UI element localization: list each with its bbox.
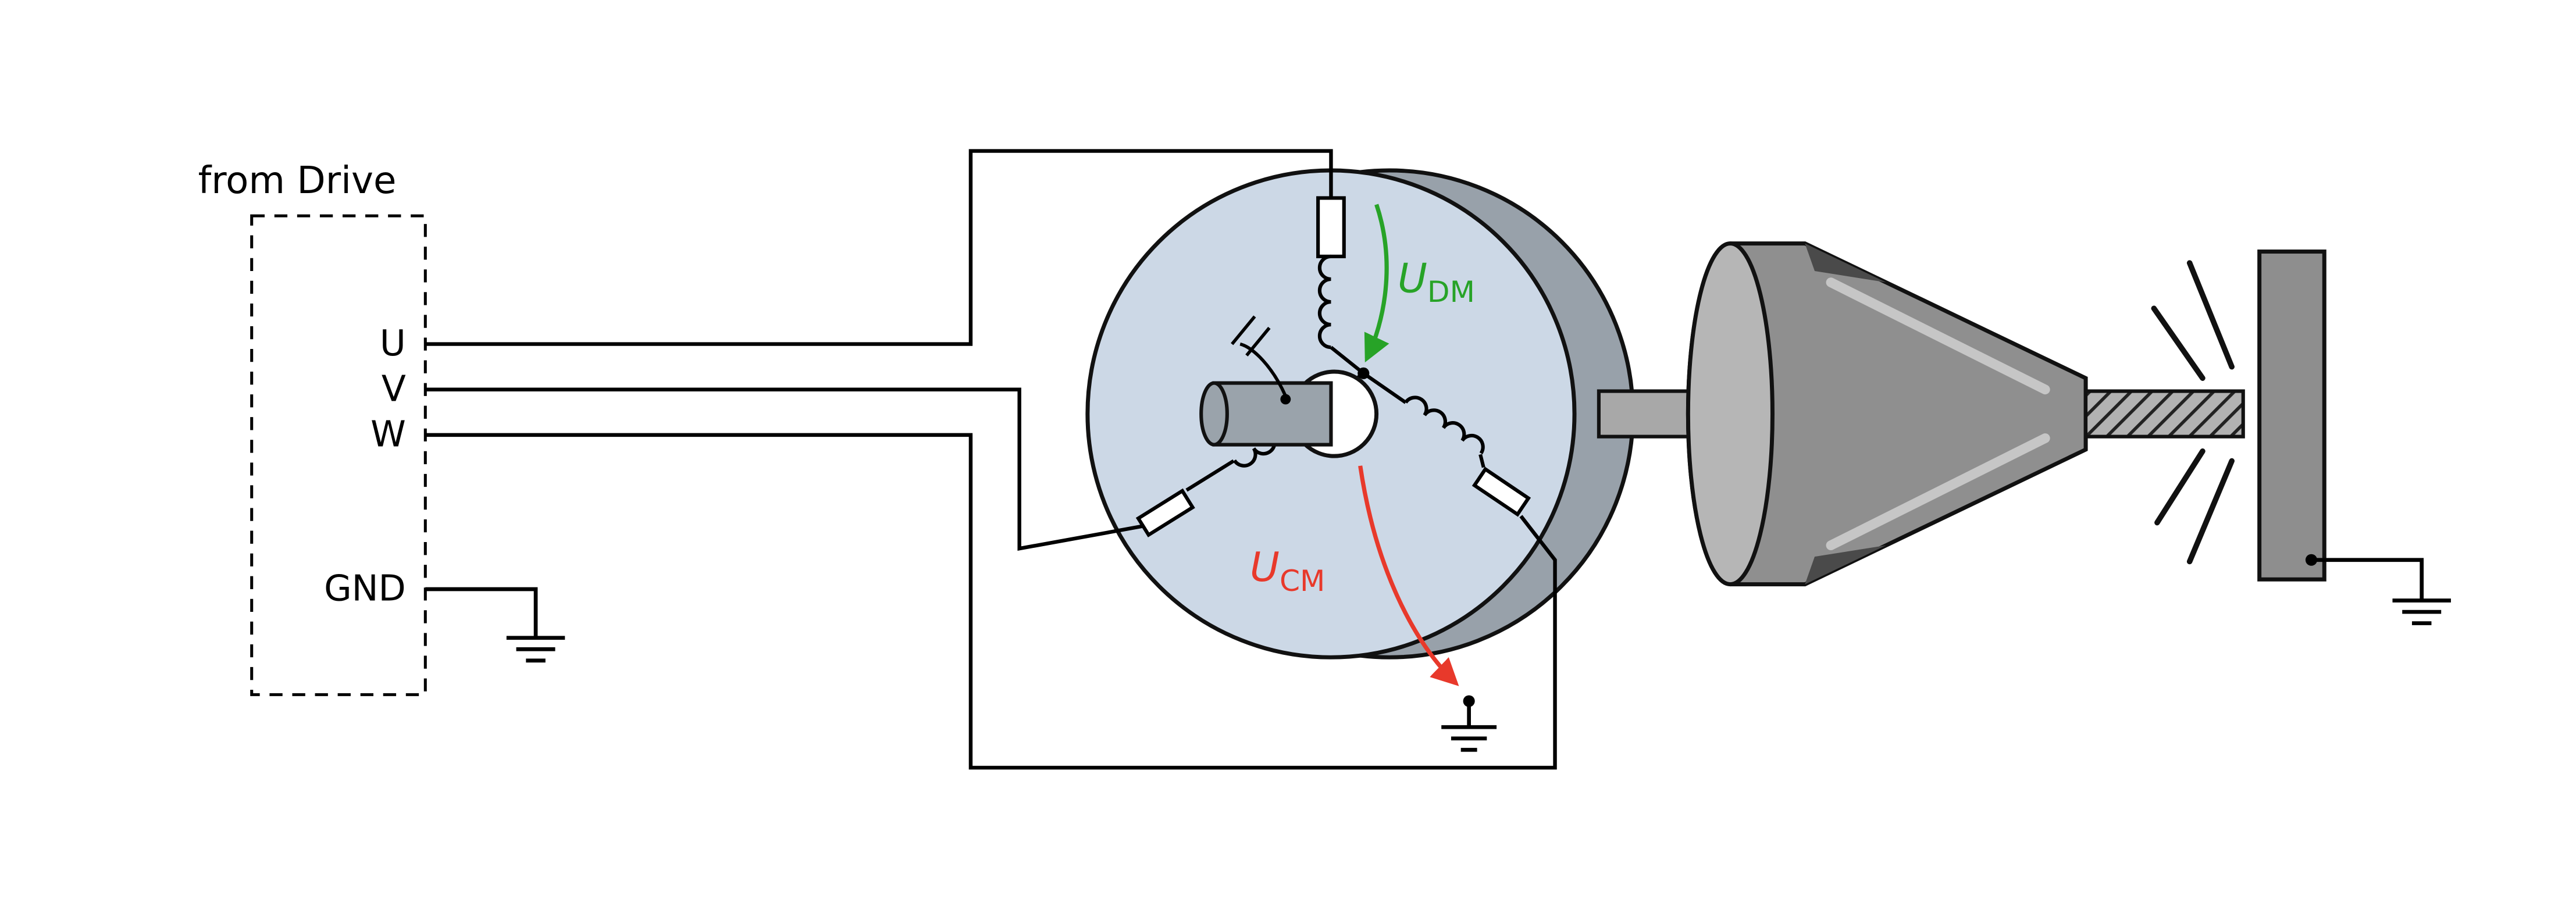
rotor-body bbox=[1212, 381, 1333, 447]
winding-top-coil bbox=[1317, 254, 1331, 350]
motor-shaft bbox=[1597, 389, 1701, 439]
tool-holder-shadow-bottom bbox=[1805, 545, 1886, 585]
star-point-dot bbox=[1358, 367, 1370, 379]
winding-top bbox=[1316, 196, 1365, 375]
winding-right-coil bbox=[1404, 395, 1485, 455]
udm-subscript: DM bbox=[1427, 275, 1475, 309]
spark-line bbox=[2186, 458, 2235, 565]
winding-right-lead bbox=[1362, 372, 1407, 404]
rotor bbox=[1199, 381, 1333, 447]
voltage-annotations: UDM UCM bbox=[1250, 204, 1475, 686]
ucm-symbol: U bbox=[1250, 544, 1280, 591]
winding-top-lead bbox=[1330, 345, 1365, 375]
ground-symbol-drive bbox=[506, 636, 565, 663]
ground-symbol-motor bbox=[1441, 725, 1497, 752]
capacitance-wire bbox=[1239, 342, 1287, 397]
tool-holder-highlight-bottom bbox=[1826, 433, 2050, 551]
tool-bit bbox=[2083, 389, 2245, 439]
motor-ground-dot bbox=[1463, 695, 1475, 707]
phase-wires bbox=[425, 149, 1557, 770]
tool-holder-highlight-top bbox=[1826, 277, 2050, 395]
udm-symbol: U bbox=[1398, 255, 1427, 302]
ucm-arrow bbox=[1358, 465, 1459, 686]
winding-right bbox=[1362, 372, 1531, 517]
motor bbox=[1085, 168, 1701, 660]
workpiece-ground-wire bbox=[2311, 558, 2424, 601]
bearing-capacitance bbox=[1231, 315, 1291, 405]
winding-right-terminal bbox=[1472, 466, 1531, 517]
drive-box: from Drive U V W GND bbox=[198, 159, 427, 696]
terminal-w-label: W bbox=[370, 414, 406, 455]
winding-right-lead2 bbox=[1478, 454, 1485, 468]
udm-label: UDM bbox=[1398, 255, 1475, 309]
sparks bbox=[2151, 260, 2235, 565]
terminal-gnd-label: GND bbox=[324, 568, 406, 610]
winding-top-terminal bbox=[1316, 196, 1346, 258]
terminal-u-label: U bbox=[380, 323, 406, 364]
motor-ground bbox=[1441, 695, 1497, 752]
gnd-wire-group bbox=[425, 587, 565, 663]
rotor-node-dot bbox=[1280, 394, 1291, 405]
winding-left-terminal bbox=[1135, 488, 1195, 537]
ucm-subscript: CM bbox=[1280, 564, 1325, 598]
capacitor-plate bbox=[1245, 326, 1271, 357]
spark-line bbox=[2151, 305, 2206, 381]
tool-holder-front-face bbox=[1686, 241, 1775, 587]
workpiece-group bbox=[2151, 250, 2451, 625]
workpiece-ground bbox=[2305, 554, 2451, 625]
tool-bit-shank bbox=[2083, 389, 2245, 439]
terminal-v-label: V bbox=[382, 368, 406, 409]
drive-label: from Drive bbox=[198, 159, 397, 202]
spark-line bbox=[2154, 448, 2206, 526]
udm-arrow bbox=[1364, 204, 1389, 363]
drive-dashed-outline bbox=[250, 214, 427, 696]
tool-holder bbox=[1686, 241, 2088, 587]
spark-line bbox=[2186, 260, 2235, 370]
capacitor-plate bbox=[1231, 315, 1256, 345]
ucm-label: UCM bbox=[1250, 544, 1325, 598]
winding-left-lead2 bbox=[1185, 459, 1235, 492]
workpiece bbox=[2257, 250, 2326, 582]
wire-u bbox=[425, 149, 1333, 346]
wire-v bbox=[425, 387, 1145, 551]
gnd-wire bbox=[425, 587, 538, 638]
ground-symbol-workpiece bbox=[2392, 598, 2451, 625]
wire-w bbox=[425, 433, 1557, 770]
rotor-end-cap bbox=[1199, 381, 1229, 447]
tool-holder-shadow-top bbox=[1805, 243, 1886, 283]
rotor-bearing bbox=[1199, 315, 1379, 458]
